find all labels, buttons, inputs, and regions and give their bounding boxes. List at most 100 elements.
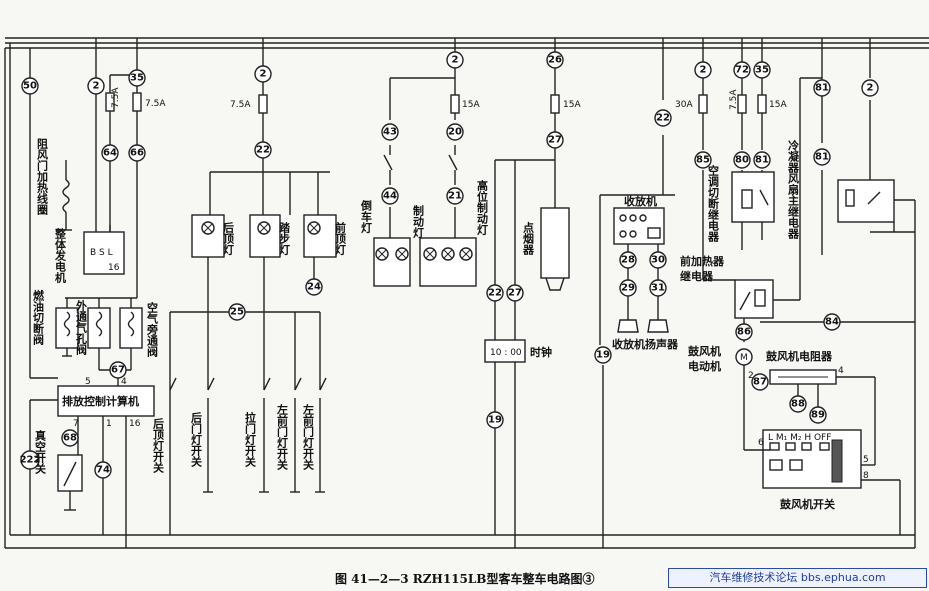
node-22b: 22: [486, 284, 504, 302]
svg-text:31: 31: [651, 283, 665, 294]
lamp-glyphs: [201, 221, 321, 235]
fuse-labels: 7.5A 7.5A 7.5A 15A 15A 30A 7.5A 15A: [111, 87, 787, 110]
node-85: 85: [694, 151, 712, 169]
label-reverse-lamp: 倒车灯: [360, 199, 374, 234]
node-35a: 35: [128, 69, 146, 87]
label-cond-fan-relay: 冷凝器风扇主继电器: [787, 139, 801, 240]
svg-text:1: 1: [106, 419, 112, 429]
blower-switch-contacts: [769, 439, 843, 483]
svg-text:64: 64: [103, 148, 117, 159]
svg-text:29: 29: [621, 283, 635, 294]
svg-text:6: 6: [758, 438, 764, 448]
svg-text:24: 24: [307, 282, 321, 293]
svg-text:66: 66: [130, 148, 144, 159]
label-ecu: 排放控制计算机: [62, 394, 139, 408]
label-radio: 收放机: [624, 194, 657, 208]
svg-text:22: 22: [488, 288, 502, 299]
svg-text:8: 8: [863, 471, 869, 481]
node-20: 20: [446, 123, 464, 141]
svg-text:27: 27: [548, 135, 562, 146]
node-2a: 2: [87, 77, 105, 95]
svg-text:16: 16: [108, 263, 120, 273]
brake-reverse-section: [373, 38, 477, 287]
clock-display: 10 : 00: [490, 348, 522, 358]
svg-text:15A: 15A: [769, 100, 787, 110]
label-damper-heater: 阻风门加热线圈: [36, 137, 50, 216]
label-ext-vent: 外通气孔阀: [75, 299, 89, 356]
component-labels: 阻风门加热线圈 整体发电机 B S L 16 燃油切断阀 外通气孔阀 空气旁通阀…: [32, 137, 870, 511]
svg-text:30: 30: [651, 255, 665, 266]
node-27a: 27: [546, 131, 564, 149]
node-28: 28: [619, 251, 637, 269]
node-19a: 19: [486, 411, 504, 429]
label-sw-rear-roof: 后顶灯开关: [152, 417, 165, 474]
svg-text:21: 21: [448, 191, 462, 202]
node-2e: 2: [861, 79, 879, 97]
node-27b: 27: [506, 284, 524, 302]
node-2d: 2: [694, 61, 712, 79]
svg-text:7: 7: [73, 419, 79, 429]
node-30: 30: [649, 251, 667, 269]
label-blower-motor-2: 电动机: [688, 359, 721, 373]
svg-text:89: 89: [811, 410, 825, 421]
label-alternator: 整体发电机: [54, 227, 68, 284]
svg-text:4: 4: [121, 377, 127, 387]
node-29: 29: [619, 279, 637, 297]
svg-text:81: 81: [815, 83, 829, 94]
radio-section: [599, 38, 675, 548]
svg-text:2: 2: [867, 83, 874, 94]
svg-text:72: 72: [735, 65, 749, 76]
node-2b: 2: [254, 65, 272, 83]
label-blower-motor-1: 鼓风机: [688, 344, 721, 358]
svg-text:2: 2: [700, 65, 707, 76]
label-fuel-cut: 燃油切断阀: [32, 289, 46, 346]
node-21: 21: [446, 187, 464, 205]
svg-text:7.5A: 7.5A: [145, 99, 166, 109]
svg-text:35: 35: [755, 65, 769, 76]
node-markers: 50 2 35 64 66 67 68 74 222 2 22 25 24 2 …: [20, 51, 879, 479]
label-high-brake-lamp: 高位制动灯: [476, 179, 489, 236]
svg-text:19: 19: [488, 415, 502, 426]
node-84: 84: [823, 313, 841, 331]
svg-text:222: 222: [20, 455, 41, 466]
svg-text:74: 74: [96, 465, 110, 476]
svg-text:81: 81: [815, 152, 829, 163]
svg-text:80: 80: [735, 155, 749, 166]
door-switches: [169, 377, 327, 493]
label-sw-rear-door: 后门灯开关: [190, 411, 203, 468]
svg-text:5: 5: [863, 455, 869, 465]
svg-text:7.5A: 7.5A: [729, 89, 739, 110]
label-sw-lf-door-2: 左前门灯开关: [302, 403, 316, 471]
svg-text:15A: 15A: [563, 100, 581, 110]
svg-text:88: 88: [791, 399, 805, 410]
label-radio-speaker: 收放机扬声器: [612, 337, 679, 351]
bottom-bus: [4, 43, 915, 549]
node-88: 88: [789, 395, 807, 413]
label-sw-lf-door: 左前门灯开关: [276, 403, 290, 471]
lamps-section: [169, 38, 337, 493]
node-64: 64: [101, 144, 119, 162]
node-87: 87: [751, 373, 769, 391]
node-86: 86: [735, 323, 753, 341]
svg-text:15A: 15A: [462, 100, 480, 110]
node-66: 66: [128, 144, 146, 162]
label-air-bypass: 空气旁通阀: [146, 301, 160, 358]
node-44: 44: [381, 187, 399, 205]
svg-text:22: 22: [656, 113, 670, 124]
label-ac-cut-relay: 空调切断继电器: [707, 164, 721, 243]
node-67: 67: [109, 361, 127, 379]
figure-caption: 图 41—2—3 RZH115LB型客车整车电路图③: [335, 572, 595, 586]
node-35b: 35: [753, 61, 771, 79]
svg-text:7.5A: 7.5A: [230, 100, 251, 110]
svg-text:2: 2: [260, 69, 267, 80]
svg-text:B S L: B S L: [90, 248, 113, 258]
clock-cig-section: [484, 38, 570, 548]
svg-text:85: 85: [696, 155, 710, 166]
label-front-roof-lamp: 前顶灯: [334, 221, 347, 256]
label-clock: 时钟: [530, 345, 552, 359]
brake-lamp-glyphs: [375, 247, 473, 261]
label-sw-pull-door: 拉门灯开关: [244, 411, 257, 468]
svg-text:27: 27: [508, 288, 522, 299]
